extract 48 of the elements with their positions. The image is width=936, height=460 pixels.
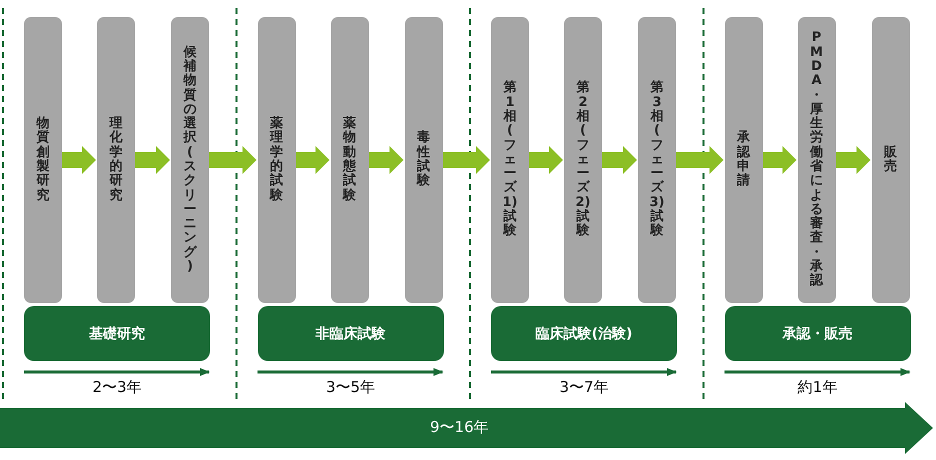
step-label: 第2相(フェーズ2)試験: [575, 81, 591, 239]
arrow: [676, 146, 724, 174]
step-bar: [330, 17, 368, 303]
phase-box: [724, 306, 910, 361]
step-label: PMDA・厚生労働省による審査・承認: [808, 31, 824, 289]
arrow: [836, 146, 870, 174]
arrow: [762, 146, 796, 174]
phase-label: 承認・販売: [782, 324, 852, 342]
step-bar: [171, 17, 209, 303]
duration-label: 3〜5年: [324, 378, 376, 397]
phase-label: 非臨床試験: [316, 324, 386, 342]
step-bar: [258, 17, 296, 303]
step-label: 承認申請: [736, 131, 752, 189]
arrow: [62, 146, 96, 174]
arrow: [135, 146, 170, 174]
step-bar: [24, 17, 62, 303]
step-bar: [564, 17, 602, 303]
step-label: 販売: [882, 146, 898, 174]
step-bar: [491, 17, 529, 303]
step-label: 薬物動態試験: [342, 117, 357, 203]
arrow: [602, 146, 637, 174]
duration-label: 約1年: [796, 378, 838, 397]
step-bar: [872, 17, 910, 303]
step-label: 物質創製研究: [35, 117, 50, 203]
arrow: [368, 146, 404, 174]
arrow: [529, 146, 563, 174]
step-bar: [638, 17, 676, 303]
step-label: 毒性試験: [416, 131, 431, 189]
step-bar: [724, 17, 762, 303]
phase-box: [258, 306, 444, 361]
step-label: 理化学的研究: [108, 117, 124, 203]
arrow: [209, 146, 256, 174]
arrow: [442, 146, 490, 174]
step-label: 第3相(フェーズ3)試験: [649, 81, 665, 239]
step-bar: [798, 17, 836, 303]
step-label: 第1相(フェーズ1)試験: [502, 81, 518, 239]
phase-label: 臨床試験(治験): [536, 324, 632, 342]
arrow: [296, 146, 330, 174]
duration-label: 2〜3年: [91, 378, 143, 397]
step-bar: [97, 17, 135, 303]
phase-box: [24, 306, 210, 361]
phase-box: [491, 306, 677, 361]
step-label: 薬理学的試験: [268, 117, 284, 203]
duration-label: 3〜7年: [558, 378, 610, 397]
duration-label: 9〜16年: [430, 418, 489, 437]
step-label: 候補物質の選択(スクリーニング): [182, 46, 198, 274]
step-bar: [404, 17, 442, 303]
phase-label: 基礎研究: [89, 324, 145, 342]
